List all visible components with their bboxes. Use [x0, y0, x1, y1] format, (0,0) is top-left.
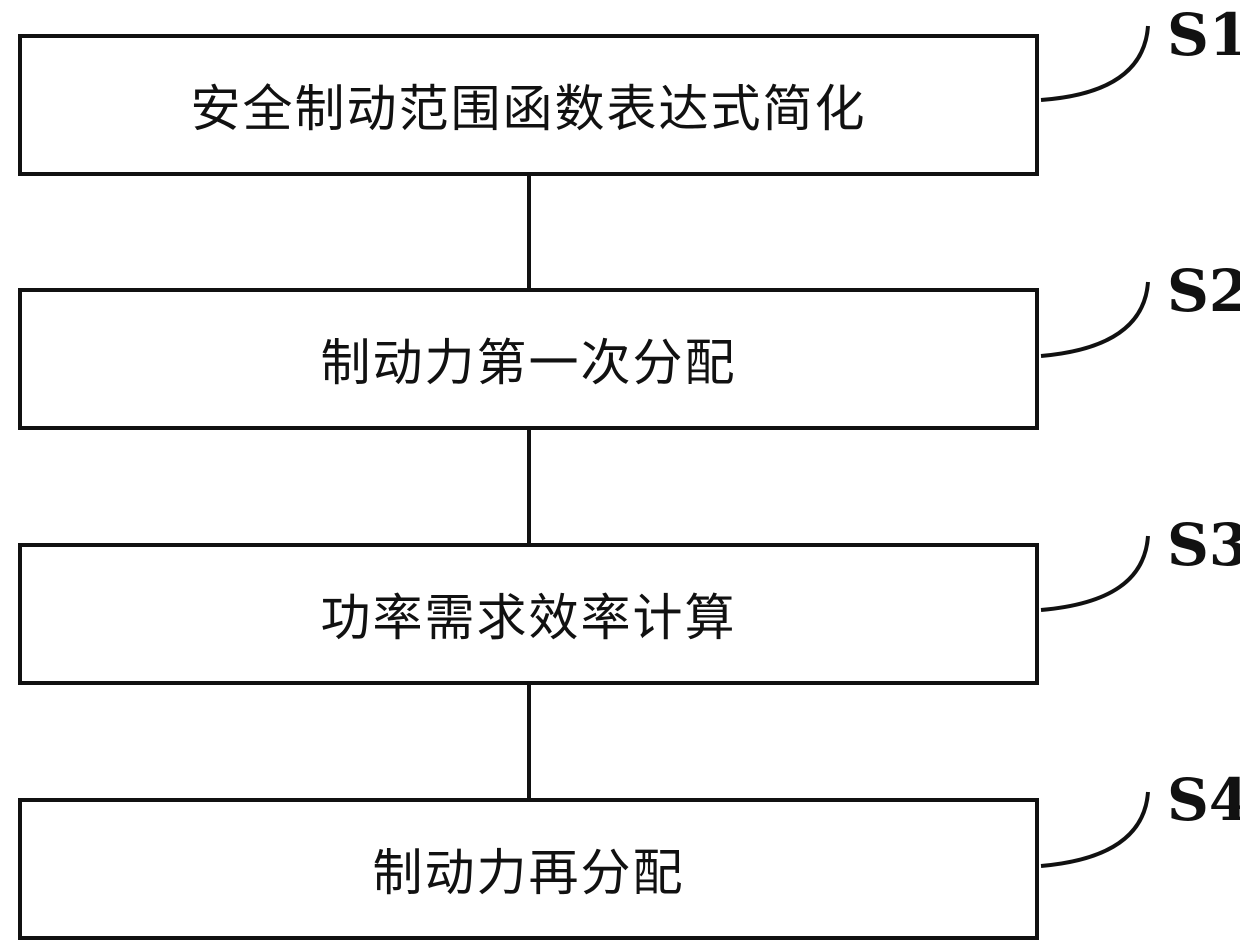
step-tag-s3: S3	[1167, 516, 1240, 574]
leader-line-s3	[1041, 536, 1148, 610]
step-tag-s4: S4	[1167, 771, 1240, 829]
step-tag-s2: S2	[1167, 262, 1240, 320]
leader-line-s2	[1041, 282, 1148, 356]
leader-line-s1	[1041, 26, 1148, 100]
step-tag-s1: S1	[1167, 6, 1240, 64]
leader-line-s4	[1041, 792, 1148, 866]
